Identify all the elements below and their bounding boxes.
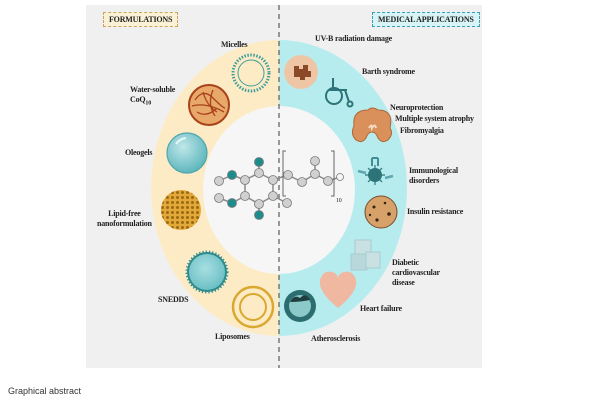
- label-barth-syndrome: Barth syndrome: [362, 67, 415, 76]
- medical-applications-title: MEDICAL APPLICATIONS: [372, 12, 480, 27]
- label-multiple-system-atrophy: Multiple system atrophy: [395, 114, 474, 123]
- label-diabetic-line1: Diabetic: [392, 258, 419, 267]
- label-lipid-free-nanoformulation: Lipid-free nanoformulation: [97, 209, 152, 229]
- label-atherosclerosis: Atherosclerosis: [311, 334, 361, 343]
- label-diabetic-line3: disease: [392, 278, 415, 287]
- molecule-atoms: [214, 156, 344, 220]
- heart-icon: [319, 271, 357, 308]
- label-water-soluble: Water-soluble CoQ10: [130, 85, 175, 109]
- liposome-icon: [231, 285, 275, 329]
- formulations-title: FORMULATIONS: [103, 12, 179, 27]
- sugar-cubes-icon: [350, 239, 381, 271]
- lipid-free-nanoformulation-icon: [161, 190, 201, 230]
- skin-damage-icon: [284, 55, 318, 89]
- label-insulin-resistance: Insulin resistance: [407, 207, 464, 216]
- artery-icon: [284, 290, 316, 322]
- label-lipid-free-line2: nanoformulation: [97, 219, 152, 228]
- repeat-brackets: [282, 150, 335, 197]
- micelle-icon: [231, 53, 271, 93]
- label-immunological-disorders: Immunological disorders: [409, 166, 458, 186]
- label-oleogels: Oleogels: [125, 148, 153, 157]
- label-lipid-free-line1: Lipid-free: [108, 209, 141, 218]
- label-diabetic-line2: cardiovascular: [392, 268, 440, 277]
- label-snedds: SNEDDS: [158, 295, 189, 304]
- cell-icon: [364, 195, 398, 229]
- figure-caption: Graphical abstract: [8, 386, 82, 396]
- label-diabetic-cardiovascular-disease: Diabetic cardiovascular disease: [392, 258, 440, 288]
- label-coq10: CoQ10: [130, 95, 152, 107]
- label-heart-failure: Heart failure: [360, 304, 402, 313]
- label-micelles: Micelles: [221, 40, 248, 49]
- label-neuroprotection: Neuroprotection: [390, 103, 444, 112]
- label-water-soluble-line1: Water-soluble: [130, 85, 176, 94]
- label-immunological-line1: Immunological: [409, 166, 458, 175]
- immune-cell-icon: [357, 157, 394, 185]
- brain-icon: [351, 107, 393, 143]
- label-fibromyalgia: Fibromyalgia: [400, 126, 444, 135]
- label-liposomes: Liposomes: [215, 332, 250, 341]
- oleogel-icon: [166, 132, 208, 174]
- snedds-icon: [185, 250, 229, 294]
- label-immunological-line2: disorders: [409, 176, 440, 185]
- water-soluble-coq10-icon: [188, 84, 230, 126]
- wheelchair-icon: [325, 78, 354, 108]
- repeat-subscript: 10: [336, 198, 342, 204]
- label-uvb-damage: UV-B radiation damage: [315, 34, 392, 43]
